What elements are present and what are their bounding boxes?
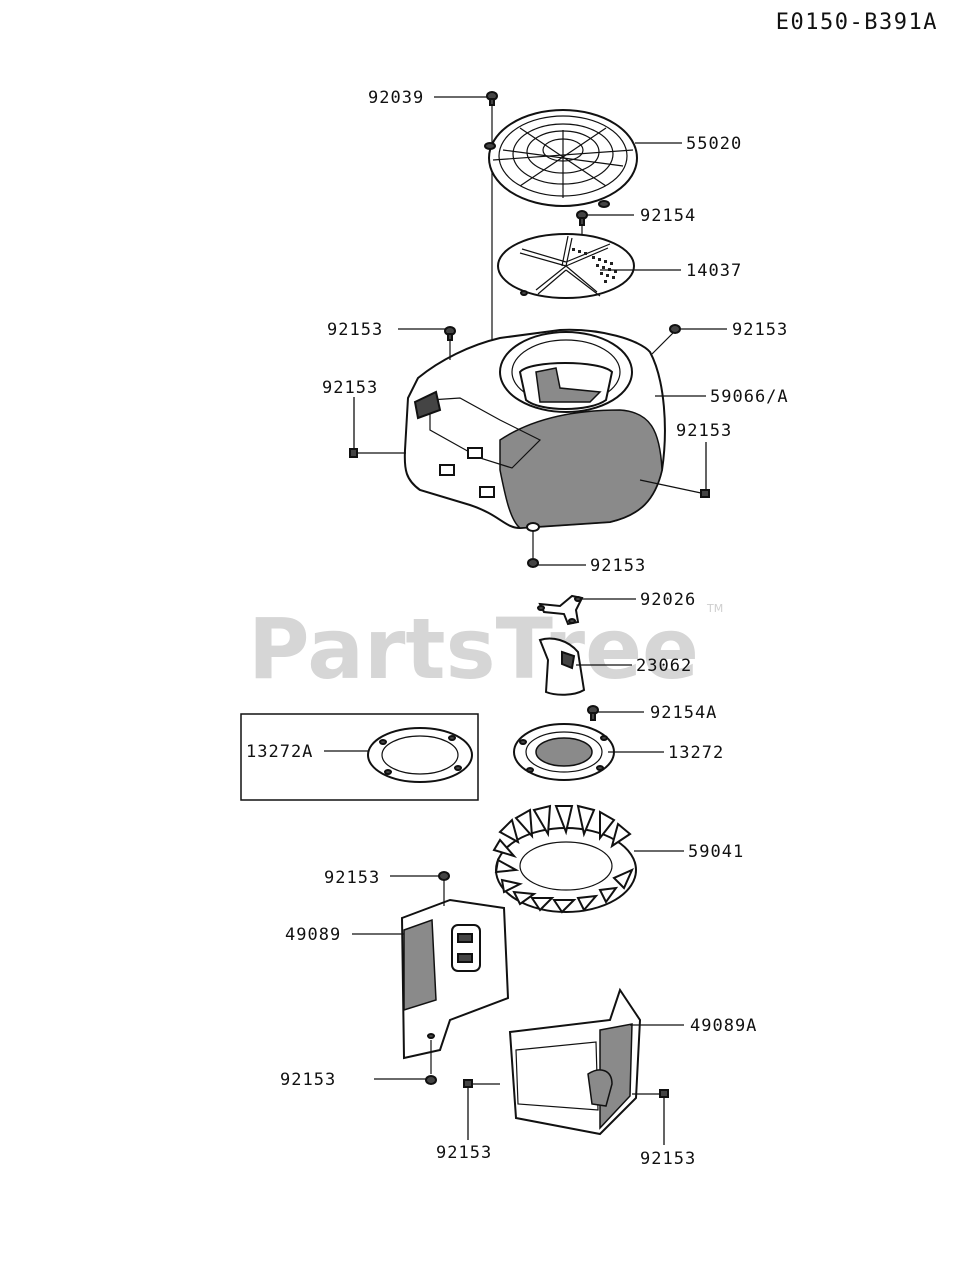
part-55020-screen[interactable] bbox=[484, 109, 638, 208]
part-92039-screw[interactable] bbox=[434, 91, 498, 370]
part-92153-screw-bottom-left[interactable] bbox=[463, 1079, 500, 1088]
callout-92153-shroud-left: 92153 bbox=[280, 1070, 336, 1090]
callout-92153-shroud-top: 92153 bbox=[324, 868, 380, 888]
part-92153-screw-top-left[interactable] bbox=[444, 326, 456, 360]
callout-92026: 92026 bbox=[640, 590, 696, 610]
part-92153-screw-shroud-left[interactable] bbox=[425, 1040, 437, 1085]
callout-92153-top-right: 92153 bbox=[732, 320, 788, 340]
callout-55020: 55020 bbox=[686, 134, 742, 154]
part-59041-fan[interactable] bbox=[492, 804, 637, 914]
part-14037-plate[interactable] bbox=[497, 233, 635, 299]
callout-59041: 59041 bbox=[688, 842, 744, 862]
callout-14037: 14037 bbox=[686, 261, 742, 281]
inset-box-13272A bbox=[240, 713, 479, 801]
part-23062-guide[interactable] bbox=[538, 637, 586, 696]
part-59066A-fan-housing[interactable] bbox=[403, 328, 666, 530]
callout-49089: 49089 bbox=[285, 925, 341, 945]
part-92153-screw-left[interactable] bbox=[349, 448, 406, 458]
watermark-tm: TM bbox=[706, 602, 723, 615]
callout-92153-right: 92153 bbox=[676, 421, 732, 441]
callout-92153-bottom: 92153 bbox=[590, 556, 646, 576]
part-49089A-shroud[interactable] bbox=[508, 987, 642, 1136]
part-13272-plate[interactable] bbox=[513, 723, 615, 781]
watermark: PartsTree TM bbox=[248, 600, 723, 698]
callout-49089A: 49089A bbox=[690, 1016, 757, 1036]
callout-92039: 92039 bbox=[368, 88, 424, 108]
part-92153-screw-right[interactable] bbox=[639, 479, 710, 498]
diagram-id: E0150-B391A bbox=[776, 10, 938, 35]
callout-92154A: 92154A bbox=[650, 703, 717, 723]
part-49089-shroud[interactable] bbox=[400, 898, 510, 1060]
part-92026-bracket[interactable] bbox=[537, 594, 584, 626]
part-13272A-plate[interactable] bbox=[367, 727, 473, 783]
part-92154A-screw[interactable] bbox=[587, 705, 599, 721]
callout-92153-bottom-left: 92153 bbox=[436, 1143, 492, 1163]
callout-92154: 92154 bbox=[640, 206, 696, 226]
part-92153-screw-bottom[interactable] bbox=[526, 522, 540, 568]
callout-13272A: 13272A bbox=[246, 742, 313, 762]
part-92153-screw-bottom-right[interactable] bbox=[632, 1089, 669, 1098]
callout-13272: 13272 bbox=[668, 743, 724, 763]
watermark-text: PartsTree bbox=[248, 600, 699, 698]
callout-59066: 59066/A bbox=[710, 387, 789, 407]
callout-92153-left: 92153 bbox=[322, 378, 378, 398]
callout-92153-top-left: 92153 bbox=[327, 320, 383, 340]
callout-23062: 23062 bbox=[636, 656, 692, 676]
part-92153-screw-top-right[interactable] bbox=[651, 324, 681, 355]
callout-92153-bottom-right: 92153 bbox=[640, 1149, 696, 1169]
